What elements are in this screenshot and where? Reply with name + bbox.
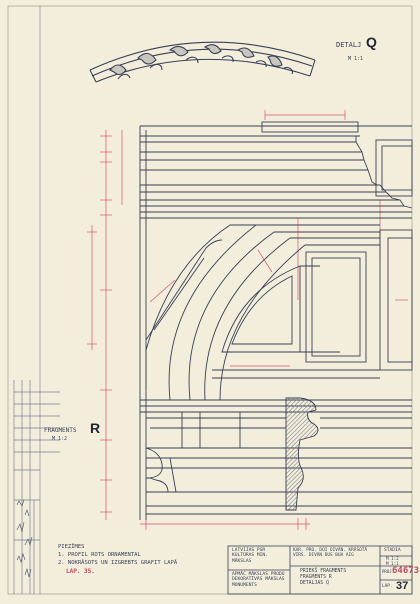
facade-fragment <box>139 121 413 520</box>
fragment-r-label: FRAGMENTS <box>44 427 77 434</box>
title-block-stage: STADIA <box>384 548 401 553</box>
fragment-r-letter: R <box>90 420 101 436</box>
notes-title: PIEZĪMES <box>58 544 85 550</box>
notes-line-2: 2. NOKRĀSOTS UN IZGREBTS GRAFIT LAPĀ <box>58 560 178 566</box>
detail-q-letter: Q <box>366 34 377 50</box>
title-block-project: KAR. PRO. DOI DIVĀN. KRĀSOTĀ VIRS. DIVĀN… <box>293 548 368 559</box>
margin-handwriting <box>16 499 33 578</box>
title-block-code-label: PROJ. <box>382 569 395 574</box>
detail-q-scale: M 1:1 <box>348 56 364 62</box>
notes-line-1: 1. PROFIL ROTS ORNAMENTAL <box>58 552 141 558</box>
fragment-r-scale: M 1:2 <box>52 436 68 442</box>
notes-sheet-ref: LAP. 35. <box>66 568 95 575</box>
detail-q-ornament <box>89 41 316 83</box>
section-profile <box>285 397 319 511</box>
title-block-frame <box>227 545 413 595</box>
detail-q-label: DETALJ <box>336 41 362 49</box>
title-block-org: LATVIJAS PSR KULTŪRAS MIN. MĀKSLAS <box>232 548 268 564</box>
title-block-scale: M 1:2 M 1:1 <box>386 556 399 566</box>
title-block-dept: APMĀC MĀKSLAS PRODU DEKORATĪVĀS MĀKSLAS … <box>232 572 285 588</box>
title-block-content: PRIEKŠ FRAGMENTS FRAGMENTS R DETALJAS Q <box>300 569 347 586</box>
title-block-sheet: 37 <box>396 580 409 592</box>
dimension-lines <box>87 110 408 530</box>
title-block-code: 64673 <box>392 566 420 576</box>
title-block-sheet-label: LAP. <box>382 584 393 589</box>
